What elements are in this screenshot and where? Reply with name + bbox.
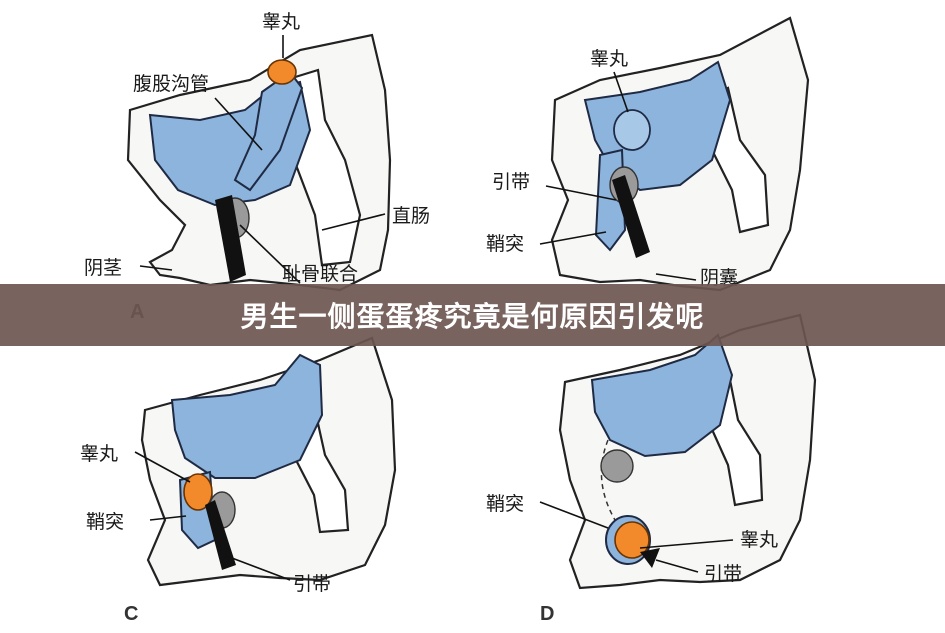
panel-c-abdominal-cavity — [170, 353, 324, 479]
panel-b-label-vaginal: 鞘突 — [486, 233, 524, 255]
panel-c-leader-gubernaculum — [223, 554, 291, 581]
panel-a-label-inguinal: 腹股沟管 — [133, 73, 209, 95]
panel-b-label-testis: 睾丸 — [590, 48, 628, 70]
panel-b-testis — [613, 109, 651, 151]
panel-a-label-pubic: 耻骨联合 — [282, 263, 358, 285]
panel-b-leader-gubernaculum — [545, 185, 617, 201]
panel-d-leader-vaginal — [539, 501, 609, 529]
panel-d-testis — [614, 521, 650, 559]
panel-a: 睾丸 腹股沟管 直肠 阴茎 耻骨联合 A — [84, 11, 430, 323]
panel-b-gubernaculum — [612, 175, 650, 258]
panel-c-label-gubernaculum: 引带 — [293, 573, 331, 595]
panel-d-label-testis: 睾丸 — [740, 529, 778, 551]
panel-c-label-vaginal: 鞘突 — [86, 511, 124, 533]
panel-a-leader-penis — [139, 265, 173, 271]
panel-d-label-gubernaculum: 引带 — [704, 563, 742, 585]
panel-d-gubernaculum — [640, 548, 660, 568]
panel-a-leader-inguinal — [214, 97, 263, 151]
panel-c-gubernaculum — [205, 500, 236, 570]
panel-d: 鞘突 睾丸 引带 D — [486, 313, 817, 625]
panel-d-leader-gubernaculum — [655, 559, 699, 573]
panel-b: 睾丸 引带 鞘突 阴囊 — [486, 16, 810, 292]
panel-b-leader-scrotum — [655, 273, 697, 281]
panel-d-pubic-bone — [600, 449, 634, 483]
panel-c-leader-vaginal — [149, 515, 187, 521]
panel-c: 睾丸 鞘突 引带 C — [80, 336, 397, 625]
panel-c-letter: C — [124, 603, 138, 625]
panel-b-label-scrotum: 阴囊 — [700, 267, 738, 289]
panel-b-leader-testis — [613, 71, 629, 113]
panel-c-label-testis: 睾丸 — [80, 443, 118, 465]
panel-b-label-gubernaculum: 引带 — [492, 171, 530, 193]
panel-d-letter: D — [540, 603, 554, 625]
panel-d-label-vaginal: 鞘突 — [486, 493, 524, 515]
panel-d-abdominal-cavity — [590, 333, 734, 458]
panel-a-label-penis: 阴茎 — [84, 257, 122, 279]
panel-a-testis — [267, 59, 297, 85]
panel-a-gubernaculum — [215, 195, 246, 282]
panel-b-leader-vaginal — [539, 231, 607, 245]
title-banner: 男生一侧蛋蛋疼究竟是何原因引发呢 — [0, 284, 945, 346]
panel-c-leader-testis — [134, 451, 191, 483]
panel-a-label-rectum: 直肠 — [392, 205, 430, 227]
panel-a-leader-rectum — [321, 213, 386, 231]
banner-title: 男生一侧蛋蛋疼究竟是何原因引发呢 — [240, 300, 705, 333]
panel-a-leader-pubic — [239, 224, 301, 284]
panel-d-obliterated-process — [600, 439, 616, 521]
panel-d-leader-testis — [639, 539, 734, 549]
panel-a-label-testis: 睾丸 — [262, 11, 300, 33]
panel-c-testis — [183, 473, 213, 511]
